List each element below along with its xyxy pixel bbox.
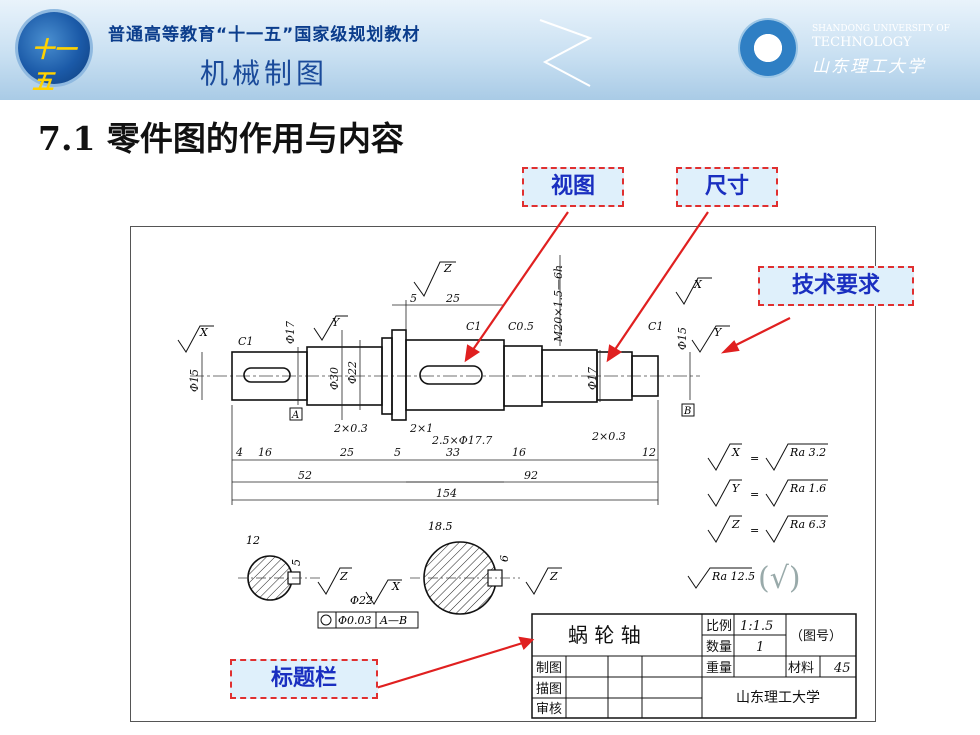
section-finish-z2: Z [549, 570, 558, 583]
chamfer-2x03b: 2×0.3 [591, 430, 626, 443]
title-block-grid [531, 613, 857, 719]
textbook-logo: 十一五 [18, 12, 90, 95]
section-dim-6: 6 [498, 555, 511, 562]
draw-label: 制图 [536, 661, 562, 676]
drawing-number: （图号） [790, 629, 842, 644]
qty-value: 1 [756, 640, 764, 655]
shaft-finish-x2: X [693, 278, 703, 291]
review-label: 审核 [536, 702, 562, 717]
dim-25-top: 25 [445, 292, 460, 305]
university-cn: 山东理工大学 [812, 57, 926, 77]
shaft-outline [231, 329, 659, 421]
chamfer-c1a: C1 [238, 335, 253, 348]
tolerance-datum: A—B [379, 614, 407, 627]
shaft-finish-y: Y [332, 316, 341, 329]
dim-5: 5 [394, 446, 401, 459]
legend-x: X [731, 446, 741, 459]
university-name: SHANDONG UNIVERSITY OF TECHNOLOGY 山东理工大学 [812, 24, 950, 77]
dim-4: 4 [235, 446, 243, 459]
chamfer-c05: C0.5 [508, 320, 534, 333]
chamfer-c1c: C1 [648, 320, 663, 333]
qty-label: 数量 [706, 640, 732, 655]
dia-15: Φ15 [188, 369, 201, 392]
page-title: 7.1 零件图的作用与内容 [38, 119, 404, 158]
dimension-lines [201, 255, 691, 505]
finish-legend-marks [687, 443, 828, 589]
section-finish-x: X [391, 580, 401, 593]
part-name: 蜗 轮 轴 [568, 623, 641, 647]
trace-label: 描图 [536, 682, 562, 697]
legend-ra32: Ra 3.2 [789, 446, 826, 459]
dia-22: Φ22 [346, 361, 359, 384]
legend-eq1: = [750, 452, 759, 465]
callout-dimension: 尺寸 [676, 167, 778, 207]
header-banner: 十一五 普通高等教育“十一五”国家级规划教材 机械制图 SHANDONG UNI… [0, 0, 980, 100]
logo-text: 十一五 [32, 37, 77, 95]
section-dim-5: 5 [290, 559, 303, 566]
datum-b-box [681, 403, 695, 417]
university-logo [740, 20, 796, 76]
callout-view: 视图 [522, 167, 624, 207]
shaft-finish-z: Z [443, 262, 452, 275]
university-en-1: SHANDONG UNIVERSITY OF [812, 24, 950, 34]
other-surfaces-mark: (√) [758, 561, 801, 596]
dim-25: 25 [339, 446, 354, 459]
dim-16: 16 [258, 446, 272, 459]
legend-eq2: = [750, 488, 759, 501]
groove-dim: 2.5×Φ17.7 [431, 434, 492, 447]
legend-y: Y [732, 482, 741, 495]
dim-33: 33 [446, 446, 460, 459]
shaft-finish-marks [177, 261, 730, 353]
dia-17b: Φ17 [586, 367, 599, 390]
scale-label: 比例 [706, 619, 732, 634]
dim-52: 52 [298, 469, 312, 482]
weight-label: 重量 [706, 660, 732, 676]
datum-b: B [683, 406, 691, 417]
chamfer-2x03: 2×0.3 [333, 422, 368, 435]
drawing-frame [130, 226, 876, 722]
section-dia22: Φ22 [350, 594, 373, 607]
material-value: 45 [833, 661, 851, 676]
material-label: 材料 [788, 661, 814, 676]
callout-title-block: 标题栏 [230, 659, 378, 699]
legend-ra16: Ra 1.6 [789, 482, 826, 495]
legend-ra63: Ra 6.3 [789, 518, 826, 531]
chamfer-c1b: C1 [466, 320, 481, 333]
dim-12: 12 [642, 446, 656, 459]
dia-15b: Φ15 [676, 327, 689, 350]
section-dim-12: 12 [246, 534, 260, 547]
legend-z: Z [731, 518, 740, 531]
scale-value: 1:1.5 [740, 619, 773, 634]
callout-tech-req: 技术要求 [758, 266, 914, 306]
course-title: 机械制图 [200, 57, 329, 90]
thread-dim: M20×1.5—6h [552, 265, 565, 343]
datum-a: A [291, 410, 299, 421]
dia-17: Φ17 [284, 321, 297, 344]
dim-154: 154 [436, 487, 457, 500]
dim-5-top: 5 [410, 292, 417, 305]
legend-eq3: = [750, 524, 759, 537]
dia-30: Φ30 [328, 367, 341, 390]
callout-arrows [375, 211, 791, 690]
section-finish-z1: Z [339, 570, 348, 583]
section-views [238, 541, 562, 629]
series-title: 普通高等教育“十一五”国家级规划教材 [108, 25, 421, 45]
banner-lines [539, 19, 593, 87]
shaft-finish-y2: Y [714, 326, 723, 339]
university-en-2: TECHNOLOGY [812, 35, 912, 50]
legend-ra125: Ra 12.5 [711, 570, 755, 583]
shaft-finish-x: X [199, 326, 209, 339]
dim-92: 92 [524, 469, 538, 482]
section-dim-185: 18.5 [428, 520, 453, 533]
organization: 山东理工大学 [736, 690, 820, 706]
datum-a-box [289, 407, 303, 421]
tolerance-value: Φ0.03 [338, 614, 372, 627]
chamfer-2x1: 2×1 [409, 422, 433, 435]
dim-16b: 16 [512, 446, 526, 459]
